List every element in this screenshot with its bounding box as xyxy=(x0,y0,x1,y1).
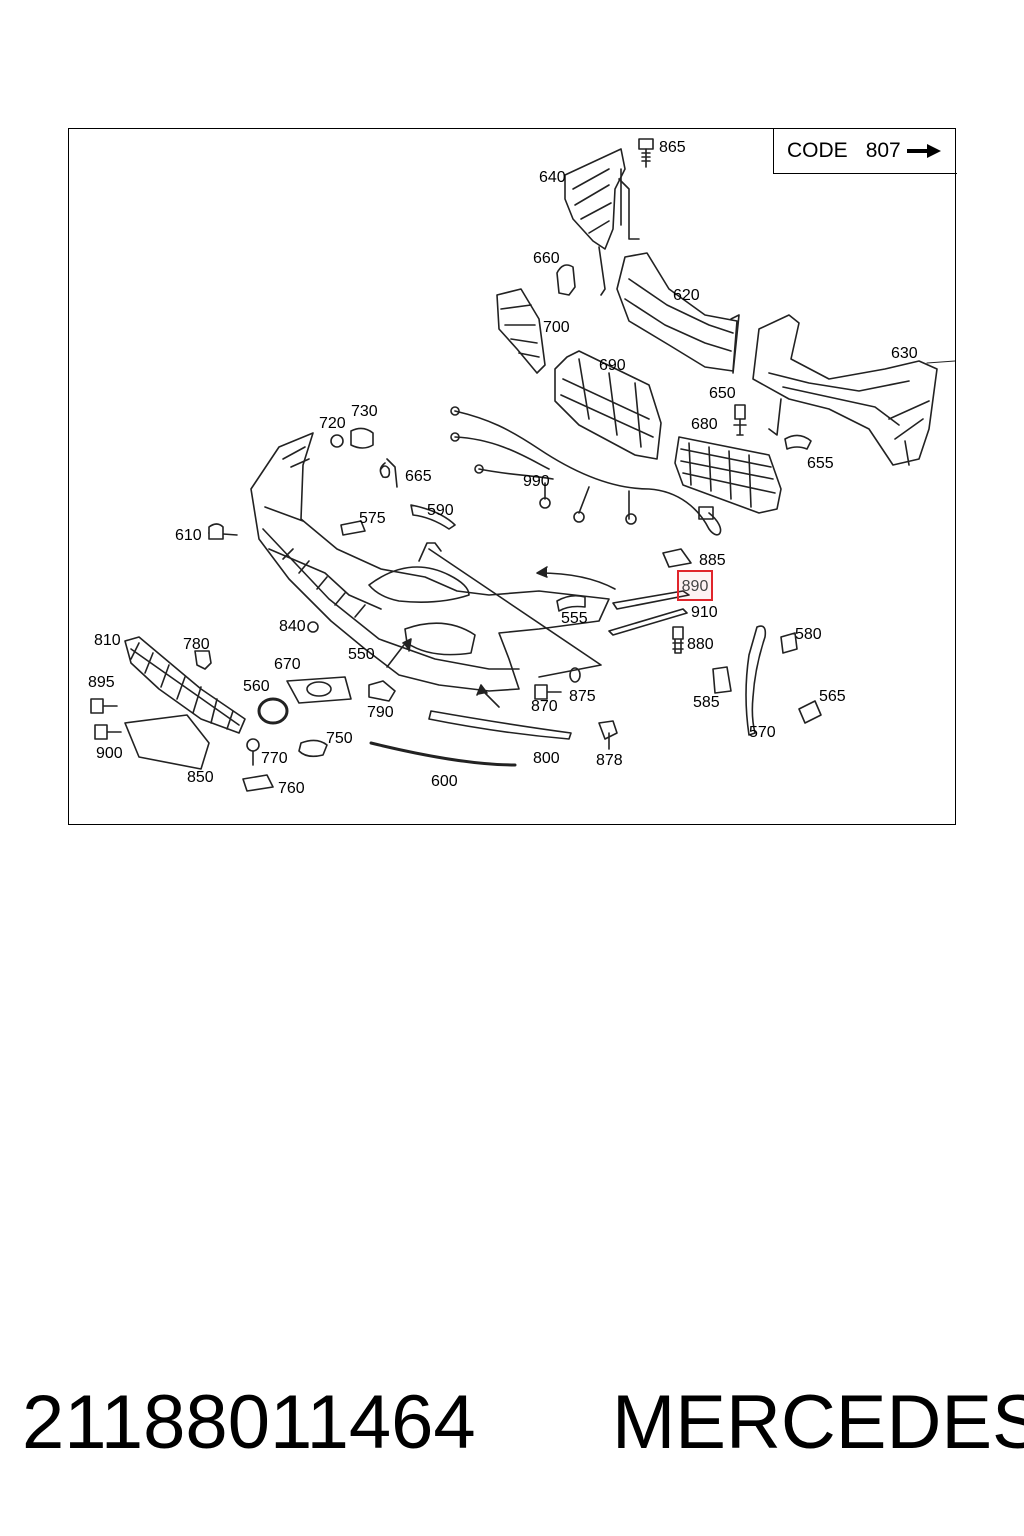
part-label-655: 655 xyxy=(807,455,834,472)
part-label-620: 620 xyxy=(673,287,700,304)
part-label-700: 700 xyxy=(543,319,570,336)
part-label-900: 900 xyxy=(96,745,123,762)
part-label-555: 555 xyxy=(561,610,588,627)
absorber-690-drawing xyxy=(554,350,662,460)
parts-diagram-frame: CODE 807 865 640 660 620 700 630 690 650… xyxy=(68,128,957,825)
part-label-550: 550 xyxy=(348,646,375,663)
part-label-810: 810 xyxy=(94,632,121,649)
part-label-865: 865 xyxy=(659,139,686,156)
code-box: CODE 807 xyxy=(773,129,957,174)
part-label-570: 570 xyxy=(749,724,776,741)
bolt-865-drawing xyxy=(638,138,654,168)
arrow-right-icon xyxy=(906,144,941,158)
part-label-640: 640 xyxy=(539,169,566,186)
part-label-590: 590 xyxy=(427,502,454,519)
part-label-575: 575 xyxy=(359,510,386,527)
part-label-790: 790 xyxy=(367,704,394,721)
part-label-580: 580 xyxy=(795,626,822,643)
arrow-bracket-790 xyxy=(386,640,408,668)
bumper-cover-550-drawing xyxy=(250,432,610,692)
part-label-990: 990 xyxy=(523,473,550,490)
bracket-700-drawing xyxy=(496,288,546,374)
part-label-565: 565 xyxy=(819,688,846,705)
grille-680-drawing xyxy=(674,436,782,514)
part-label-875: 875 xyxy=(569,688,596,705)
part-label-870: 870 xyxy=(531,698,558,715)
bracket-640-drawing xyxy=(564,148,640,296)
part-label-585: 585 xyxy=(693,694,720,711)
part-label-840: 840 xyxy=(279,618,306,635)
part-label-780: 780 xyxy=(183,636,210,653)
bracket-630-drawing xyxy=(752,314,938,466)
harness-990-drawing xyxy=(450,406,722,536)
code-word: CODE xyxy=(787,139,848,162)
support-620-drawing xyxy=(616,252,740,374)
bolt-650-drawing xyxy=(733,404,747,436)
part-label-670: 670 xyxy=(274,656,301,673)
part-label-660: 660 xyxy=(533,250,560,267)
part-label-885: 885 xyxy=(699,552,726,569)
part-label-750: 750 xyxy=(326,730,353,747)
part-label-730: 730 xyxy=(351,403,378,420)
sensor-730-drawing xyxy=(350,427,374,449)
highlighted-part-890[interactable]: 890 xyxy=(677,570,713,601)
footer-caption: 21188011464 MERCEDES xyxy=(0,1378,1024,1468)
trim-655-drawing xyxy=(784,434,812,450)
clip-660-drawing xyxy=(556,264,576,296)
part-label-800: 800 xyxy=(533,750,560,767)
part-label-680: 680 xyxy=(691,416,718,433)
part-label-770: 770 xyxy=(261,750,288,767)
code-number: 807 xyxy=(865,139,901,162)
grille-810-drawing xyxy=(124,636,246,734)
bumper-exploded-drawing xyxy=(90,138,955,792)
part-label-760: 760 xyxy=(278,780,305,797)
part-label-910: 910 xyxy=(691,604,718,621)
part-label-650: 650 xyxy=(709,385,736,402)
part-label-878: 878 xyxy=(596,752,623,769)
part-label-880: 880 xyxy=(687,636,714,653)
part-label-600: 600 xyxy=(431,773,458,790)
part-label-895: 895 xyxy=(88,674,115,691)
part-label-560: 560 xyxy=(243,678,270,695)
part-label-690: 690 xyxy=(599,357,626,374)
part-label-610: 610 xyxy=(175,527,202,544)
spring-665-drawing xyxy=(379,458,398,488)
part-number: 21188011464 xyxy=(22,1380,476,1465)
arrow-upper xyxy=(538,572,616,590)
part-label-630: 630 xyxy=(891,345,918,362)
part-label-720: 720 xyxy=(319,415,346,432)
part-label-665: 665 xyxy=(405,468,432,485)
part-label-850: 850 xyxy=(187,769,214,786)
brand-name: MERCEDES xyxy=(612,1380,1024,1465)
sensor-ring-720-drawing xyxy=(330,434,344,448)
